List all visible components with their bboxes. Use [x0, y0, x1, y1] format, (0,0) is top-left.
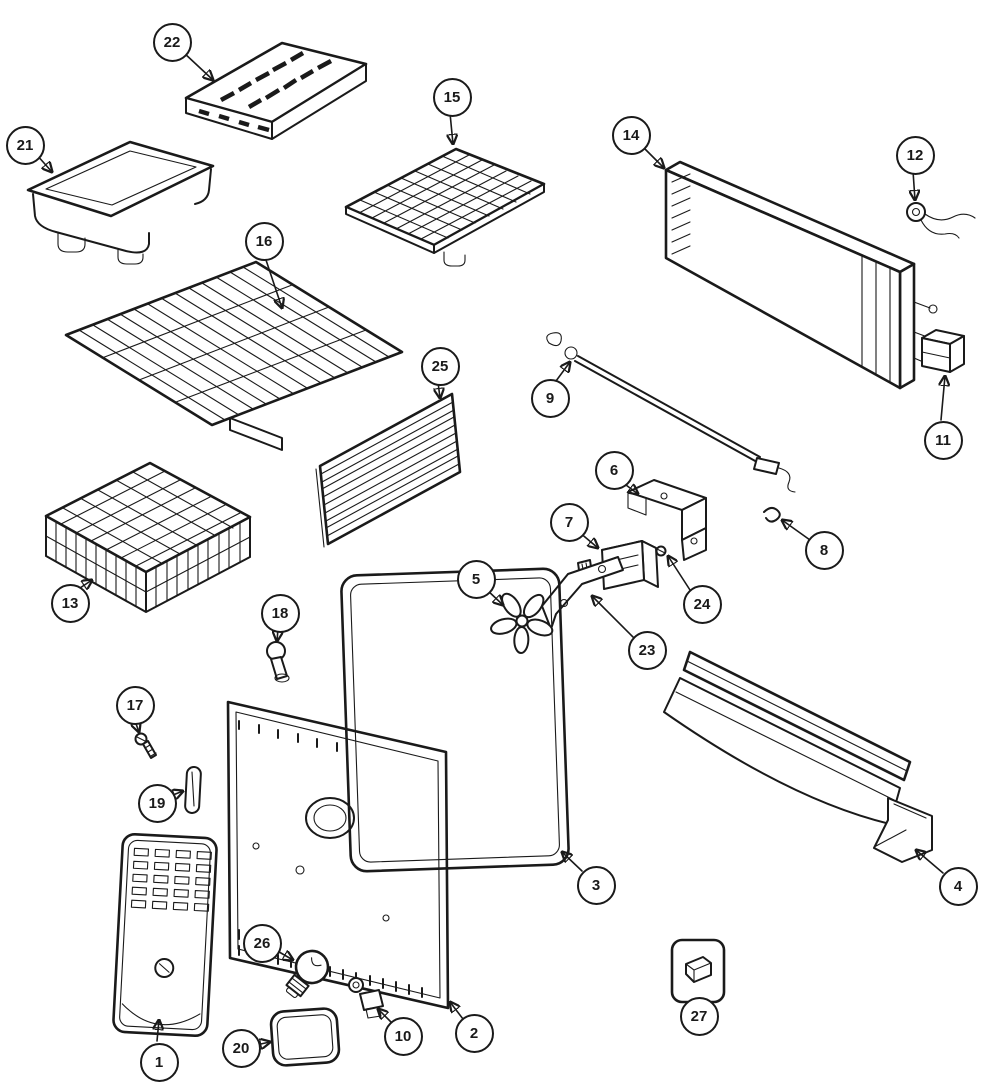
defrost-heater-part [546, 332, 796, 493]
callout-2: 2 [454, 1013, 494, 1053]
callout-23: 23 [627, 630, 667, 670]
small-screw-part [655, 545, 667, 557]
callout-16: 16 [244, 221, 284, 261]
louvered-panel-part [315, 392, 462, 548]
callout-27: 27 [679, 996, 719, 1036]
callout-17: 17 [115, 685, 155, 725]
callout-8: 8 [804, 530, 844, 570]
shelf-rail-trim-part [663, 650, 933, 863]
callout-5: 5 [456, 559, 496, 599]
callout-21: 21 [5, 125, 45, 165]
mounting-bracket-part [627, 479, 707, 561]
callout-6: 6 [594, 450, 634, 490]
callout-1: 1 [139, 1042, 179, 1082]
hardware-kit-part [670, 938, 726, 1004]
control-housing-part [112, 832, 218, 1038]
callout-22: 22 [152, 22, 192, 62]
wire-shelf-part [64, 260, 404, 451]
callout-13: 13 [50, 583, 90, 623]
light-lens-part [269, 1007, 341, 1067]
screw-part [134, 732, 157, 759]
light-bulb-part [285, 949, 330, 999]
evaporator-part [664, 160, 938, 390]
rear-panel-part [226, 700, 450, 1010]
callout-24: 24 [682, 584, 722, 624]
callout-14: 14 [611, 115, 651, 155]
callout-9: 9 [530, 378, 570, 418]
retainer-clip-part [763, 506, 781, 523]
gasket-part [340, 567, 570, 873]
callout-11: 11 [923, 420, 963, 460]
callout-25: 25 [420, 346, 460, 386]
callout-19: 19 [137, 783, 177, 823]
callout-15: 15 [432, 77, 472, 117]
drip-pan-part [26, 140, 215, 265]
callout-26: 26 [242, 923, 282, 963]
ice-tray-shelf-part [344, 147, 546, 267]
thermostat-part [906, 202, 976, 239]
callout-7: 7 [549, 502, 589, 542]
roller-part [266, 641, 290, 683]
callout-10: 10 [383, 1016, 423, 1056]
spacer-strip-part [184, 766, 202, 814]
slide-shelf-part [184, 41, 368, 140]
callout-20: 20 [221, 1028, 261, 1068]
terminal-block-part [921, 329, 965, 373]
callout-18: 18 [260, 593, 300, 633]
fan-blade-part [490, 592, 554, 654]
wire-basket-part [44, 461, 252, 613]
callout-4: 4 [938, 866, 978, 906]
callout-12: 12 [895, 135, 935, 175]
callout-3: 3 [576, 865, 616, 905]
